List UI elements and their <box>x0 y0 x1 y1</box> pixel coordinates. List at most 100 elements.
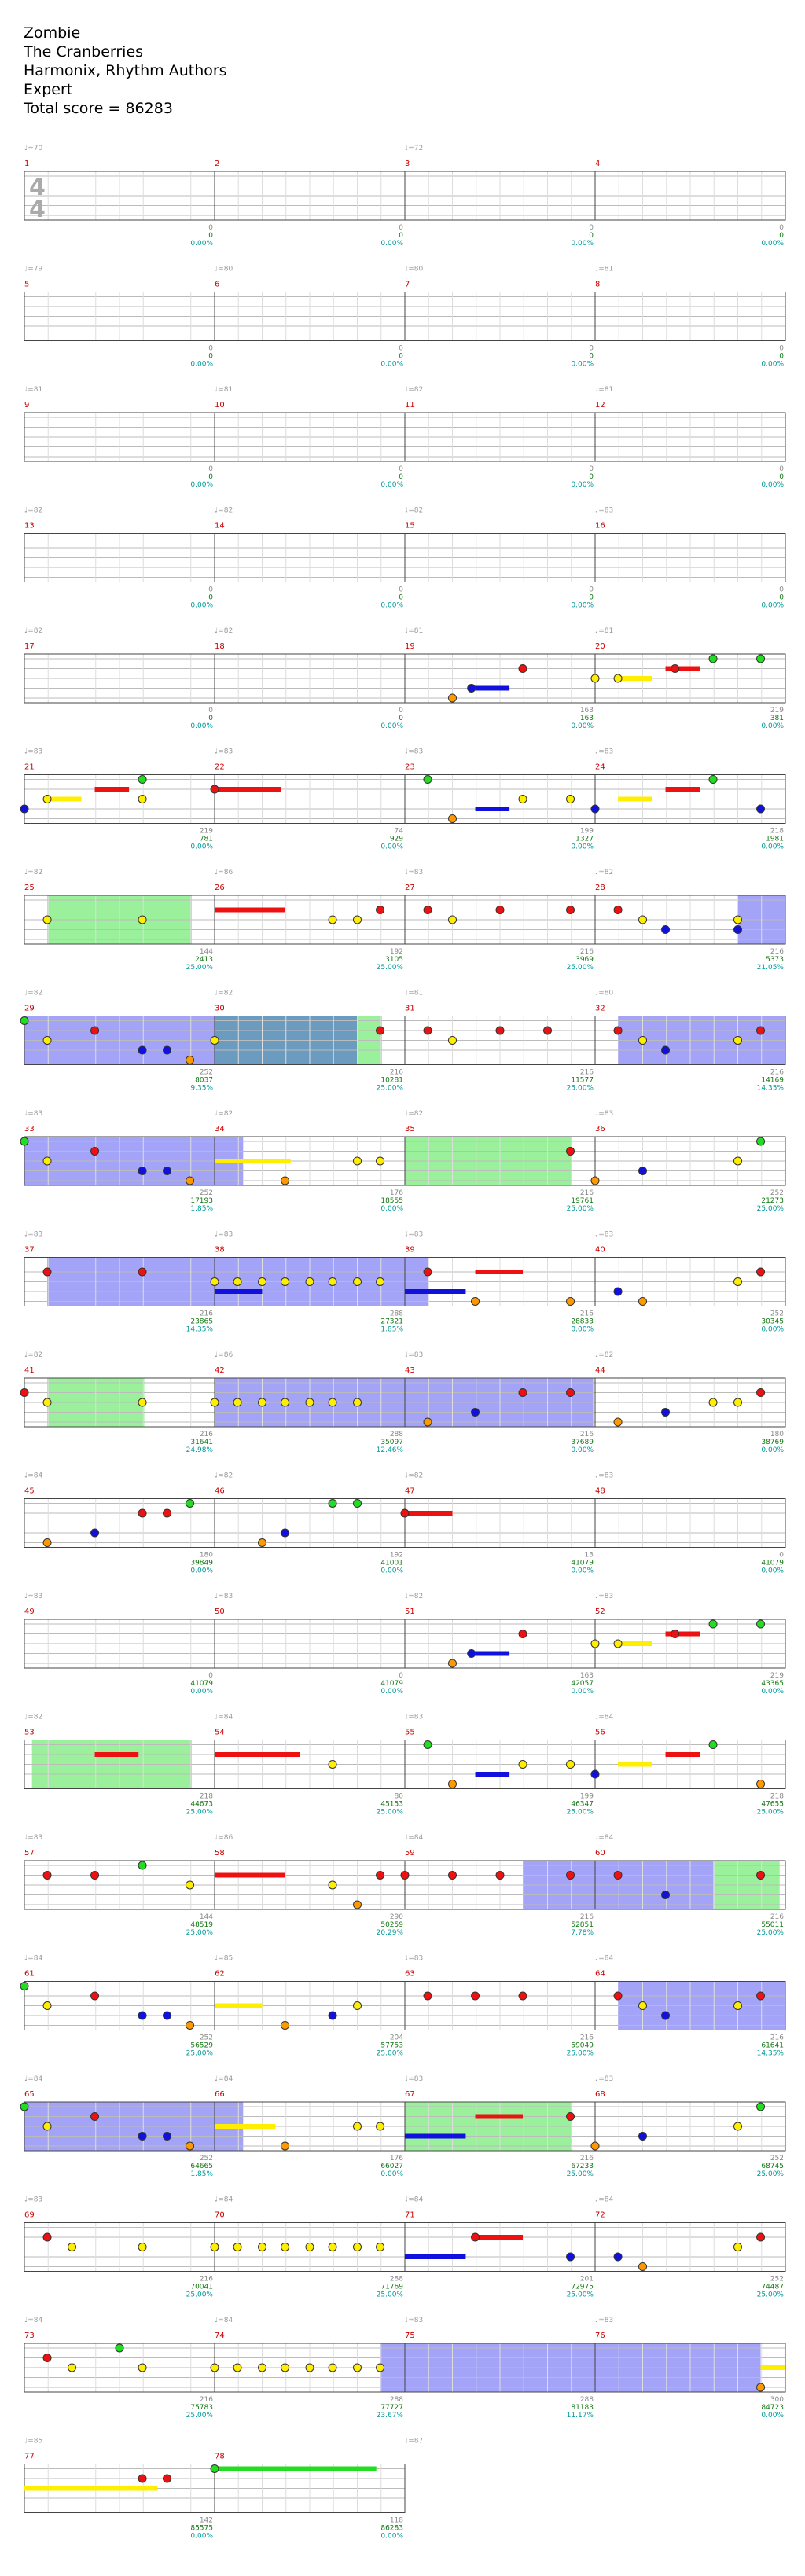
yellow-note <box>138 2363 147 2372</box>
measure-number: 29 <box>24 1005 35 1013</box>
yellow-note <box>518 1760 527 1769</box>
tempo-mark: ♩=82 <box>215 1110 233 1118</box>
yellow-note <box>210 1036 219 1045</box>
measure-number: 59 <box>405 1849 415 1858</box>
measure-notes-count: 199 <box>580 1793 594 1801</box>
measure-score: 41079 <box>761 1560 784 1567</box>
measure-score: 27321 <box>380 1318 403 1326</box>
measure-percent: 0.00% <box>761 1446 784 1454</box>
tempo-mark: ♩=83 <box>595 1231 613 1239</box>
measure-notes-count: 0 <box>779 1552 784 1560</box>
yellow-note <box>353 1156 362 1166</box>
measure-notes-count: 0 <box>399 707 403 715</box>
yellow-note <box>42 2001 52 2010</box>
measure-number: 52 <box>595 1608 605 1616</box>
measure-percent: 0.00% <box>571 1567 594 1575</box>
measure-notes-count: 0 <box>589 465 594 473</box>
measure-score: 50259 <box>380 1921 403 1929</box>
yellow-note <box>638 915 647 924</box>
measure-score: 0 <box>208 594 213 602</box>
measure-score: 44673 <box>190 1801 213 1809</box>
measure-percent: 14.35% <box>757 2050 785 2058</box>
measure-notes-count: 144 <box>200 1913 213 1921</box>
yellow-note <box>566 795 575 803</box>
measure-notes-count: 216 <box>580 1310 594 1318</box>
measure-number: 28 <box>595 884 605 892</box>
measure-notes-count: 252 <box>770 2276 784 2284</box>
staff-row-14: ♩=82♩=84♩=83♩=84532184467325.00%54804515… <box>24 1714 786 1817</box>
tempo-mark: ♩=82 <box>24 627 42 635</box>
yellow-note <box>448 915 457 924</box>
yellow-note <box>258 1277 266 1286</box>
staff-row-15: ♩=83♩=86♩=84♩=84571444851925.00%58290502… <box>24 1834 786 1937</box>
tempo-mark: ♩=84 <box>595 2196 614 2204</box>
yellow-note <box>42 1036 52 1045</box>
measure-notes-count: 216 <box>580 2034 594 2042</box>
measure-number: 43 <box>405 1366 415 1375</box>
measure-number: 25 <box>24 884 35 892</box>
orange-note <box>448 814 457 823</box>
measure-score: 41079 <box>190 1680 213 1688</box>
measure-number: 10 <box>215 401 225 410</box>
measure-number: 35 <box>405 1125 415 1134</box>
yellow-note <box>376 1156 385 1166</box>
orange-note <box>448 1780 457 1788</box>
measure-score: 42057 <box>571 1680 594 1688</box>
tempo-mark: ♩=83 <box>595 1593 613 1600</box>
measure-number: 41 <box>24 1366 35 1375</box>
measure-percent: 0.00% <box>761 1326 784 1334</box>
measure-percent: 0.00% <box>190 2533 213 2541</box>
tempo-mark: ♩=81 <box>595 266 613 274</box>
measure-score: 41001 <box>380 1560 403 1567</box>
tempo-mark: ♩=82 <box>24 1714 42 1722</box>
measure-percent: 25.00% <box>757 1205 785 1213</box>
tempo-mark: ♩=83 <box>24 1593 42 1600</box>
measure-score: 71769 <box>380 2284 403 2291</box>
measure-score: 48519 <box>190 1921 213 1929</box>
measure-percent: 0.00% <box>380 1205 403 1213</box>
yellow-note <box>733 1036 742 1045</box>
measure-number: 16 <box>595 522 605 531</box>
time-sig-denominator: 4 <box>29 196 46 223</box>
measure-number: 53 <box>24 1729 35 1737</box>
measure-score: 163 <box>580 715 594 722</box>
measure-score: 0 <box>208 232 213 240</box>
measure-notes-count: 13 <box>585 1552 594 1560</box>
green-note <box>138 1861 147 1870</box>
red-note <box>543 1026 552 1035</box>
tempo-mark: ♩=83 <box>595 748 613 756</box>
measure-percent: 0.00% <box>571 481 594 489</box>
measure-score: 41079 <box>380 1680 403 1688</box>
measure-notes-count: 252 <box>200 1189 213 1197</box>
orange-note <box>186 2141 195 2151</box>
measure-percent: 0.00% <box>380 240 403 248</box>
measure-notes-count: 144 <box>200 948 213 956</box>
blue-note <box>566 2252 575 2262</box>
measure-percent: 0.00% <box>571 1326 594 1334</box>
staff-row-2: ♩=79♩=80♩=80♩=815000.00%6000.00%7000.00%… <box>24 266 786 369</box>
tempo-mark: ♩=83 <box>595 1472 613 1480</box>
measure-score: 43365 <box>761 1680 784 1688</box>
orange-note <box>258 1538 266 1547</box>
orange-note <box>42 1538 52 1547</box>
measure-percent: 25.00% <box>377 1809 404 1817</box>
green-note <box>756 1619 766 1629</box>
measure-score: 46347 <box>571 1801 594 1809</box>
red-note <box>423 1026 432 1035</box>
measure-score: 77727 <box>380 2404 403 2412</box>
yellow-note <box>590 1639 600 1648</box>
red-note <box>671 1630 680 1638</box>
blue-note <box>733 925 742 934</box>
measure-percent: 1.85% <box>190 1205 213 1213</box>
measure-number: 39 <box>405 1246 415 1255</box>
measure-notes-count: 252 <box>770 2155 784 2163</box>
measure-number: 2 <box>215 160 219 168</box>
blue-note <box>756 804 766 814</box>
measure-score: 1327 <box>575 836 594 843</box>
red-note <box>613 1871 623 1880</box>
orange-note <box>756 2383 766 2392</box>
measure-notes-count: 0 <box>779 224 784 232</box>
measure-percent: 0.00% <box>571 722 594 730</box>
measure-score: 66027 <box>380 2163 403 2170</box>
